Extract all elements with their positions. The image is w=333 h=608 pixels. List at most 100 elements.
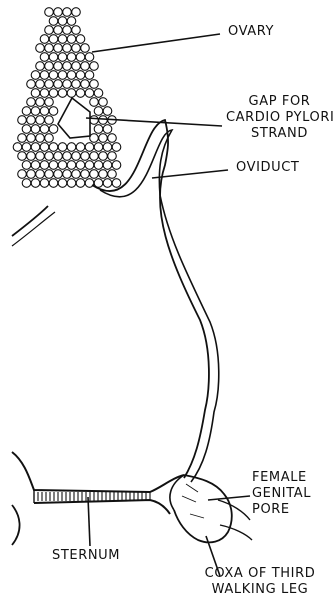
label-gap-line-3: STRAND [226,126,333,142]
ovum-circle [90,62,99,71]
ovum-circle [67,143,76,152]
ovum-circle [99,170,108,179]
ovum-circle [36,152,45,161]
ovum-circle [22,179,31,188]
ovum-circle [112,179,121,188]
ovum-circle [27,152,36,161]
ovum-circle [81,80,90,89]
ovum-circle [45,8,54,17]
ovum-circle [31,89,40,98]
ovum-circle [63,44,72,53]
ovum-circle [67,17,76,26]
ovum-circle [36,80,45,89]
ovum-circle [40,107,49,116]
gap-shape [58,98,90,138]
ovum-circle [49,35,58,44]
ovum-circle [90,98,99,107]
ovum-circle [67,53,76,62]
leader-sternum [88,497,90,546]
label-gap-line-2: CARDIO PYLORIC [226,110,333,126]
ovum-circle [49,161,58,170]
ovum-circle [49,53,58,62]
ovum-circle [108,152,117,161]
ovum-circle [99,98,108,107]
ovary-mass [13,8,121,188]
ovum-circle [63,26,72,35]
label-gap-line-1: GAP FOR [226,94,333,110]
ovum-circle [27,170,36,179]
label-sternum: STERNUM [52,548,120,564]
ovum-circle [108,134,117,143]
ovum-circle [49,71,58,80]
ovum-circle [31,143,40,152]
ovum-circle [72,80,81,89]
ovum-circle [31,107,40,116]
ovum-circle [45,62,54,71]
ovum-circle [72,152,81,161]
ovum-circle [103,179,112,188]
ovum-circle [67,35,76,44]
ovum-circle [36,62,45,71]
leader-ovary [92,34,220,52]
ovum-circle [18,152,27,161]
ovum-circle [63,80,72,89]
ovum-circle [76,143,85,152]
ovum-circle [49,143,58,152]
ovum-circle [67,71,76,80]
ovum-circle [67,89,76,98]
ovum-circle [22,125,31,134]
ovum-circle [31,71,40,80]
ovum-circle [49,179,58,188]
ovum-circle [22,161,31,170]
ovum-circle [85,71,94,80]
label-oviduct: OVIDUCT [236,160,299,176]
ovum-circle [103,143,112,152]
ovum-circle [40,143,49,152]
ovum-circle [45,116,54,125]
ovum-circle [76,89,85,98]
ovum-circle [27,134,36,143]
ovum-circle [76,71,85,80]
ovum-circle [18,134,27,143]
ovum-circle [45,152,54,161]
ovum-circle [99,152,108,161]
ovum-circle [54,62,63,71]
ovum-circle [67,179,76,188]
ovum-circle [63,152,72,161]
ovum-circle [54,170,63,179]
ovum-circle [81,170,90,179]
ovum-circle [58,89,67,98]
ovum-circle [49,89,58,98]
ovum-circle [99,134,108,143]
ovum-circle [76,53,85,62]
coxa-of-third-walking-leg [170,475,252,542]
ovum-circle [27,80,36,89]
label-female-genital-pore: FEMALE GENITAL PORE [252,470,311,518]
ovum-circle [22,143,31,152]
ovum-circle [103,107,112,116]
leader-female-pore [208,496,250,500]
ovum-circle [54,8,63,17]
ovum-circle [58,179,67,188]
ovum-circle [94,143,103,152]
ovum-circle [72,44,81,53]
ovum-circle [40,89,49,98]
ovum-circle [90,170,99,179]
label-gap: GAP FOR CARDIO PYLORIC STRAND [226,94,333,142]
ovum-circle [81,152,90,161]
label-coxa: COXA OF THIRD WALKING LEG [190,566,330,598]
ovum-circle [40,53,49,62]
ovum-circle [36,116,45,125]
ovum-circle [94,125,103,134]
ovum-circle [40,71,49,80]
ovum-circle [90,134,99,143]
ovum-circle [58,17,67,26]
ovum-circle [45,170,54,179]
ovum-circle [54,80,63,89]
ovum-circle [81,44,90,53]
label-coxa-line-2: WALKING LEG [190,582,330,598]
ovum-circle [31,125,40,134]
label-coxa-line-1: COXA OF THIRD [190,566,330,582]
ovum-circle [27,116,36,125]
